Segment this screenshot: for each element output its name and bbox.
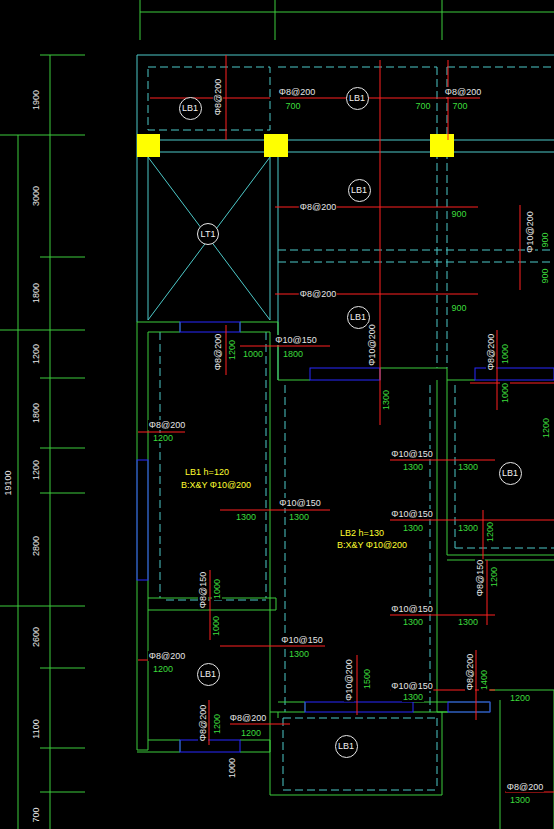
rebar-spec: Φ8@150 xyxy=(198,571,208,609)
slab-note: LB1 h=120 xyxy=(184,467,230,477)
rebar-spec: 1200 xyxy=(31,343,41,365)
rebar-spec: Φ8@200 xyxy=(148,651,186,661)
rebar-spec: Φ8@200 xyxy=(486,333,496,371)
rebar-spec: Φ8@150 xyxy=(475,559,485,597)
rebar-length: 1000 xyxy=(242,349,264,359)
rebar-spec: 1000 xyxy=(227,757,237,779)
slab-tag-text: LB1 xyxy=(502,468,518,478)
rebar-spec: Φ10@200 xyxy=(344,658,354,701)
rebar-spec: Φ8@200 xyxy=(229,713,267,723)
rebar-spec: Φ8@200 xyxy=(148,420,186,430)
rebar-length: 1300 xyxy=(509,795,531,805)
rebar-length: 1300 xyxy=(235,512,257,522)
rebar-spec: Φ8@200 xyxy=(213,78,223,116)
slab-tag: LB1 xyxy=(499,462,522,485)
rebar-length: 1000 xyxy=(212,578,222,600)
rebar-spec: Φ8@200 xyxy=(444,87,482,97)
rebar-spec: 2800 xyxy=(31,535,41,557)
rebar-spec: Φ8@200 xyxy=(299,289,337,299)
rebar-length: 1000 xyxy=(500,382,510,404)
rebar-spec: Φ10@150 xyxy=(280,635,323,645)
slab-tag: LB1 xyxy=(335,735,358,758)
rebar-spec: Φ8@200 xyxy=(506,782,544,792)
rebar-length: 1200 xyxy=(541,417,551,439)
rebar-length: 1300 xyxy=(457,523,479,533)
rebar-length: 1200 xyxy=(485,521,495,543)
rebar-spec: 1200 xyxy=(31,459,41,481)
rebar-spec: Φ10@150 xyxy=(278,498,321,508)
rebar-length: 1200 xyxy=(152,664,174,674)
rebar-length: 900 xyxy=(540,231,550,248)
rebar-length: 1300 xyxy=(402,692,424,702)
rebar-length: 1500 xyxy=(362,668,372,690)
slab-tag-text: LB1 xyxy=(182,103,198,113)
rebar-length: 1400 xyxy=(479,669,489,691)
slab-tag-text: LB1 xyxy=(338,741,354,751)
rebar-length: 1300 xyxy=(457,617,479,627)
rebar-length: 900 xyxy=(450,303,467,313)
rebar-length: 1200 xyxy=(240,728,262,738)
rebar-spec: Φ10@150 xyxy=(390,604,433,614)
rebar-spec: Φ8@200 xyxy=(465,653,475,691)
rebar-length: 1200 xyxy=(489,566,499,588)
rebar-length: 1000 xyxy=(211,615,221,637)
rebar-length: 1300 xyxy=(402,523,424,533)
rebar-length: 1300 xyxy=(288,649,310,659)
rebar-length: 1800 xyxy=(282,349,304,359)
rebar-spec: 3000 xyxy=(31,185,41,207)
rebar-spec: Φ10@200 xyxy=(525,210,535,253)
rebar-length: 900 xyxy=(450,209,467,219)
rebar-spec: Φ8@200 xyxy=(213,333,223,371)
slab-note: B:X&Y Φ10@200 xyxy=(180,480,252,490)
rebar-length: 1200 xyxy=(509,693,531,703)
slab-tag: LB1 xyxy=(197,663,220,686)
rebar-spec: Φ8@200 xyxy=(278,87,316,97)
rebar-spec: Φ10@200 xyxy=(367,323,377,366)
slab-tag: LB1 xyxy=(346,87,369,110)
rebar-length: 1300 xyxy=(402,462,424,472)
rebar-spec: 19100 xyxy=(3,469,13,496)
rebar-length: 1200 xyxy=(212,713,222,735)
rebar-length: 900 xyxy=(540,267,550,284)
slab-tag: LB1 xyxy=(179,97,202,120)
rebar-spec: Φ10@150 xyxy=(390,509,433,519)
rebar-length: 1300 xyxy=(457,462,479,472)
rebar-spec: 1800 xyxy=(31,282,41,304)
rebar-spec: 2600 xyxy=(31,626,41,648)
rebar-length: 1000 xyxy=(500,343,510,365)
slab-tag: LB1 xyxy=(348,179,371,202)
slab-tag-text: LB1 xyxy=(350,312,366,322)
slab-tag-text: LB1 xyxy=(351,185,367,195)
slab-tag-text: LB1 xyxy=(349,93,365,103)
rebar-length: 1200 xyxy=(152,433,174,443)
rebar-spec: 1800 xyxy=(31,402,41,424)
rebar-length: 1300 xyxy=(288,512,310,522)
slab-tag-text: LT1 xyxy=(201,229,216,239)
rebar-length: 1200 xyxy=(227,339,237,361)
rebar-spec: Φ8@200 xyxy=(198,704,208,742)
slab-note: B:X&Y Φ10@200 xyxy=(336,540,408,550)
rebar-spec: 1900 xyxy=(31,89,41,111)
slab-tag: LT1 xyxy=(197,223,219,245)
rebar-length: 1300 xyxy=(402,617,424,627)
rebar-spec: Φ8@200 xyxy=(299,202,337,212)
rebar-length: 700 xyxy=(284,101,301,111)
rebar-length: 700 xyxy=(414,101,431,111)
rebar-spec: Φ10@150 xyxy=(390,681,433,691)
rebar-spec: Φ10@150 xyxy=(390,449,433,459)
rebar-spec: Φ10@150 xyxy=(274,335,317,345)
rebar-spec: 1100 xyxy=(31,718,41,739)
slab-tag-text: LB1 xyxy=(200,669,216,679)
rebar-length: 700 xyxy=(451,101,468,111)
slab-note: LB2 h=130 xyxy=(339,528,385,538)
rebar-spec: 700 xyxy=(31,806,41,823)
rebar-length: 1300 xyxy=(381,389,391,411)
